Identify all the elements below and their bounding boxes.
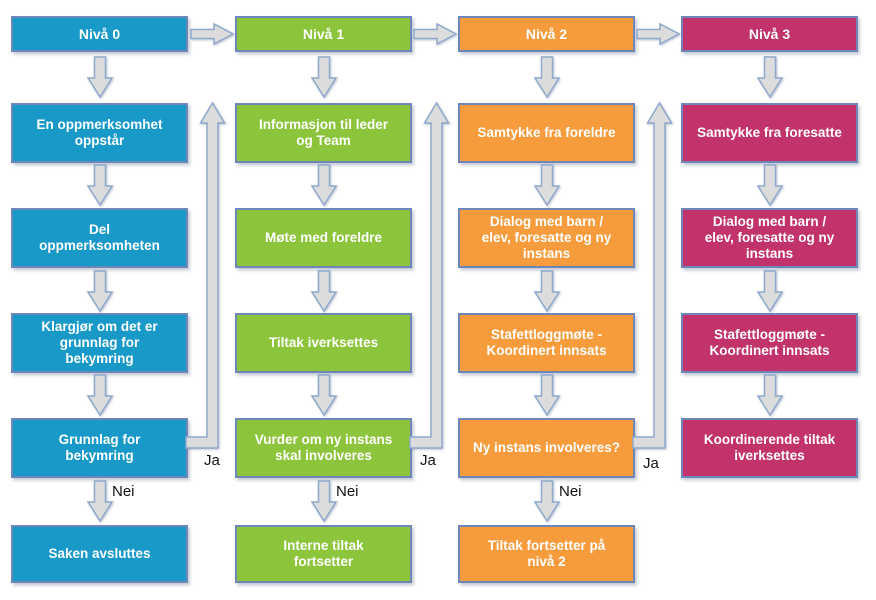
flow-step-box: Dialog med barn / elev, foresatte og ny … [681, 208, 858, 268]
flow-step-box: Stafettloggmøte - Koordinert innsats [681, 313, 858, 373]
arrow-down-icon [86, 164, 114, 207]
arrow-down-icon [756, 164, 784, 207]
flow-step-box: Samtykke fra foreldre [458, 103, 635, 163]
flow-step-box: Koordinerende tiltak iverksettes [681, 418, 858, 478]
arrow-up-ja-connector-icon [409, 101, 450, 449]
arrow-down-icon [756, 56, 784, 99]
flow-step-box: Stafettloggmøte - Koordinert innsats [458, 313, 635, 373]
arrow-right-icon [413, 22, 458, 46]
nei-label: Nei [559, 483, 582, 500]
flow-step-box: En oppmerksomhet oppstår [11, 103, 188, 163]
level-3-header: Nivå 3 [681, 16, 858, 52]
arrow-up-ja-connector-icon [632, 101, 673, 449]
arrow-down-icon [310, 56, 338, 99]
ja-label: Ja [204, 452, 220, 469]
arrow-right-icon [190, 22, 235, 46]
flow-step-box: Grunnlag for bekymring [11, 418, 188, 478]
arrow-down-icon [310, 374, 338, 417]
arrow-down-icon [533, 270, 561, 313]
ja-label: Ja [420, 452, 436, 469]
flow-step-box: Vurder om ny instans skal involveres [235, 418, 412, 478]
level-2-header: Nivå 2 [458, 16, 635, 52]
flow-step-box: Saken avsluttes [11, 525, 188, 583]
flow-step-box: Informasjon til leder og Team [235, 103, 412, 163]
arrow-down-icon [86, 56, 114, 99]
arrow-right-icon [636, 22, 681, 46]
flow-step-box: Del oppmerksomheten [11, 208, 188, 268]
arrow-down-icon [310, 164, 338, 207]
arrow-up-ja-connector-icon [185, 101, 226, 449]
flow-step-box: Klargjør om det er grunnlag for bekymrin… [11, 313, 188, 373]
flow-step-box: Samtykke fra foresatte [681, 103, 858, 163]
arrow-down-icon [533, 56, 561, 99]
arrow-down-icon [86, 374, 114, 417]
flow-step-box: Tiltak fortsetter på nivå 2 [458, 525, 635, 583]
arrow-down-icon [310, 270, 338, 313]
level-0-header: Nivå 0 [11, 16, 188, 52]
arrow-down-nei-icon [86, 480, 114, 523]
flow-step-box: Interne tiltak fortsetter [235, 525, 412, 583]
nei-label: Nei [336, 483, 359, 500]
arrow-down-icon [86, 270, 114, 313]
level-1-header: Nivå 1 [235, 16, 412, 52]
ja-label: Ja [643, 455, 659, 472]
arrow-down-nei-icon [533, 480, 561, 523]
flow-step-box: Tiltak iverksettes [235, 313, 412, 373]
arrow-down-icon [533, 164, 561, 207]
arrow-down-icon [533, 374, 561, 417]
arrow-down-icon [756, 270, 784, 313]
flow-step-box: Møte med foreldre [235, 208, 412, 268]
arrow-down-icon [756, 374, 784, 417]
arrow-down-nei-icon [310, 480, 338, 523]
flow-step-box: Dialog med barn / elev, foresatte og ny … [458, 208, 635, 268]
flow-step-box: Ny instans involveres? [458, 418, 635, 478]
nei-label: Nei [112, 483, 135, 500]
